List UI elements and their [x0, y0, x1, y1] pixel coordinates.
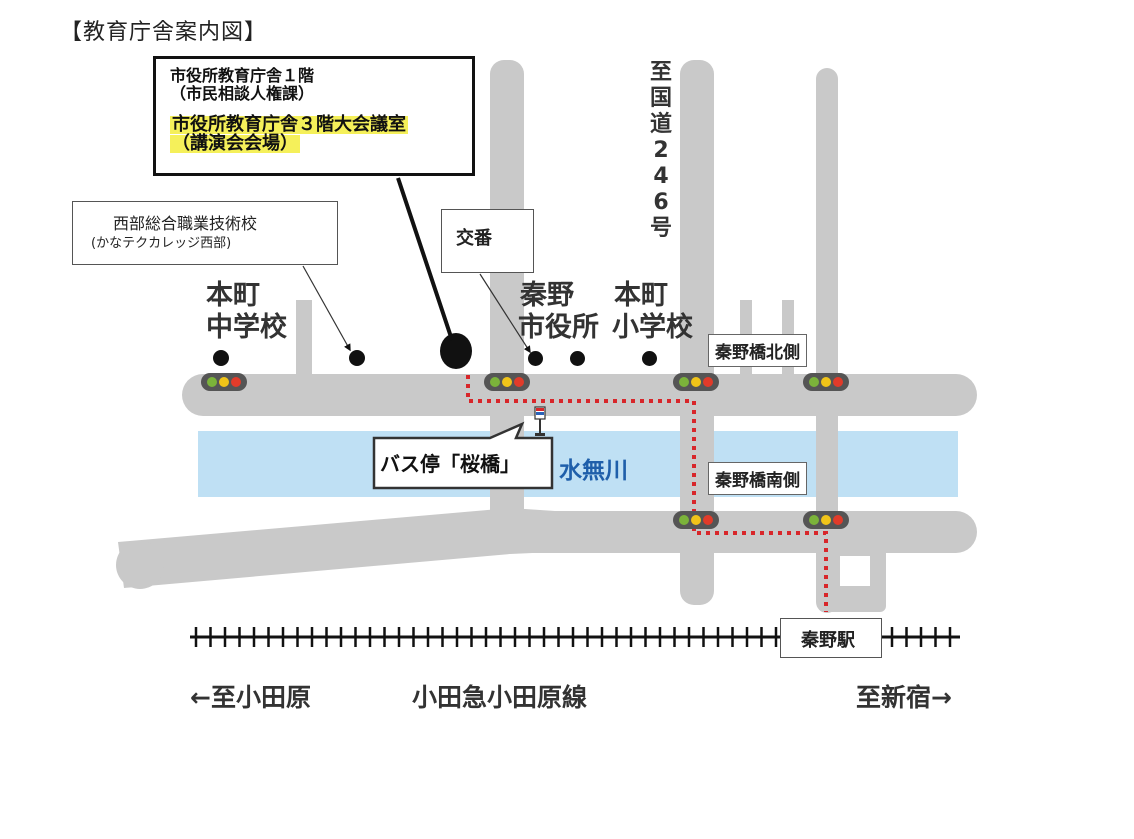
road-v-left — [296, 300, 312, 380]
callout-line4: （講演会会場） — [170, 133, 300, 154]
signal-east-north — [803, 373, 849, 391]
signal-north-bridge — [673, 373, 719, 391]
road-v-east — [816, 68, 838, 613]
signal-east-south — [803, 511, 849, 529]
tag-south-bridge: 秦野橋南側 — [708, 462, 807, 495]
dot-koban — [528, 351, 543, 366]
label-route-246: 至国道246号 — [649, 60, 672, 241]
label-hommachi-jhs-2: 中学校 — [206, 312, 287, 343]
dot-hommachi-es — [642, 351, 657, 366]
school-name: 西部総合職業技術校 — [113, 214, 258, 233]
label-city-hall-1: 秦野 — [520, 280, 574, 311]
railway-track — [190, 627, 960, 647]
callout-line2: （市民相談人権課） — [170, 84, 315, 103]
bus-stop-callout-frame — [372, 421, 554, 490]
label-hommachi-jhs-1: 本町 — [206, 280, 260, 311]
dot-hommachi-jhs — [213, 350, 229, 366]
label-to-shinjuku: 至新宿→ — [856, 683, 952, 712]
station-label: 秦野駅 — [801, 630, 855, 651]
signal-cityhall — [484, 373, 530, 391]
koban-label-box: 交番 — [441, 209, 534, 273]
label-hommachi-es-1: 本町 — [614, 280, 668, 311]
dot-education-building — [440, 333, 472, 369]
station-loop-inner — [840, 556, 870, 586]
label-railway-line: 小田急小田原線 — [412, 683, 588, 712]
label-city-hall-2: 市役所 — [518, 312, 599, 343]
callout-line3: 市役所教育庁舎３階大会議室 — [170, 114, 408, 135]
callout-education-building: 市役所教育庁舎１階 （市民相談人権課） 市役所教育庁舎３階大会議室 （講演会会場… — [153, 56, 475, 176]
station-box — [780, 618, 882, 658]
school-subname: (かなテクカレッジ西部) — [91, 236, 232, 251]
label-to-odawara: ←至小田原 — [190, 683, 311, 712]
river-label: 水無川 — [559, 458, 628, 484]
road-diagonal — [116, 508, 600, 589]
koban-label: 交番 — [456, 228, 492, 249]
signal-hommachi — [201, 373, 247, 391]
dot-city-hall — [570, 351, 585, 366]
bus-stop-label: バス停「桜橋」 — [380, 452, 520, 476]
label-hommachi-es: 本町 小学校 — [612, 280, 693, 344]
label-hommachi-es-2: 小学校 — [612, 312, 693, 343]
bus-stop-icon — [534, 406, 546, 436]
school-label-box: 西部総合職業技術校 (かなテクカレッジ西部) — [72, 201, 338, 265]
callout-line1: 市役所教育庁舎１階 — [170, 66, 315, 85]
label-city-hall: 秦野 市役所 — [518, 280, 599, 344]
dot-school — [349, 350, 365, 366]
signal-south-bridge — [673, 511, 719, 529]
label-hommachi-jhs: 本町 中学校 — [206, 280, 287, 344]
tag-north-bridge: 秦野橋北側 — [708, 334, 807, 367]
map-title: 【教育庁舎案内図】 — [60, 20, 268, 45]
